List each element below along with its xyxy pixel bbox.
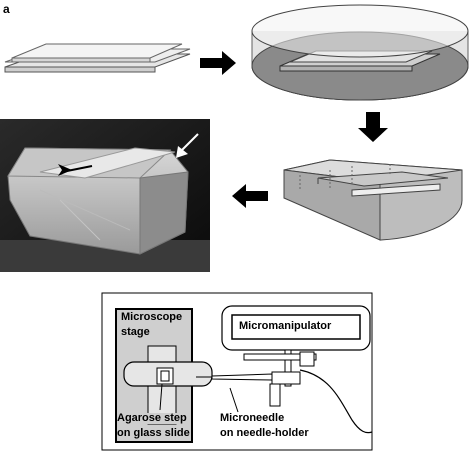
- photo-arrow-black-icon: [58, 164, 72, 176]
- arrow-right-icon: [200, 51, 236, 75]
- photo-arrow-white-icon: [176, 146, 188, 158]
- micromanipulator-label: Micromanipulator: [239, 320, 332, 332]
- microneedle-label-line2: on needle-holder: [220, 427, 309, 439]
- microscope-stage-label-line1: Microscope: [121, 311, 183, 323]
- petri-dish-illustration: [251, 4, 469, 101]
- panel-a-label: a: [3, 2, 10, 16]
- agarose-step-label-line1: Agarose step: [117, 412, 187, 424]
- glass-slides-illustration: [4, 43, 191, 73]
- microneedle-label-line1: Microneedle: [220, 412, 285, 424]
- agarose-block-photo: [0, 119, 210, 272]
- agarose-step-label-line2: on glass slide: [117, 427, 190, 439]
- agarose-block-illustration: [283, 159, 463, 241]
- microscope-stage-label-line2: stage: [121, 326, 150, 338]
- arrow-down-icon: [358, 112, 388, 142]
- arrow-left-icon: [232, 184, 268, 208]
